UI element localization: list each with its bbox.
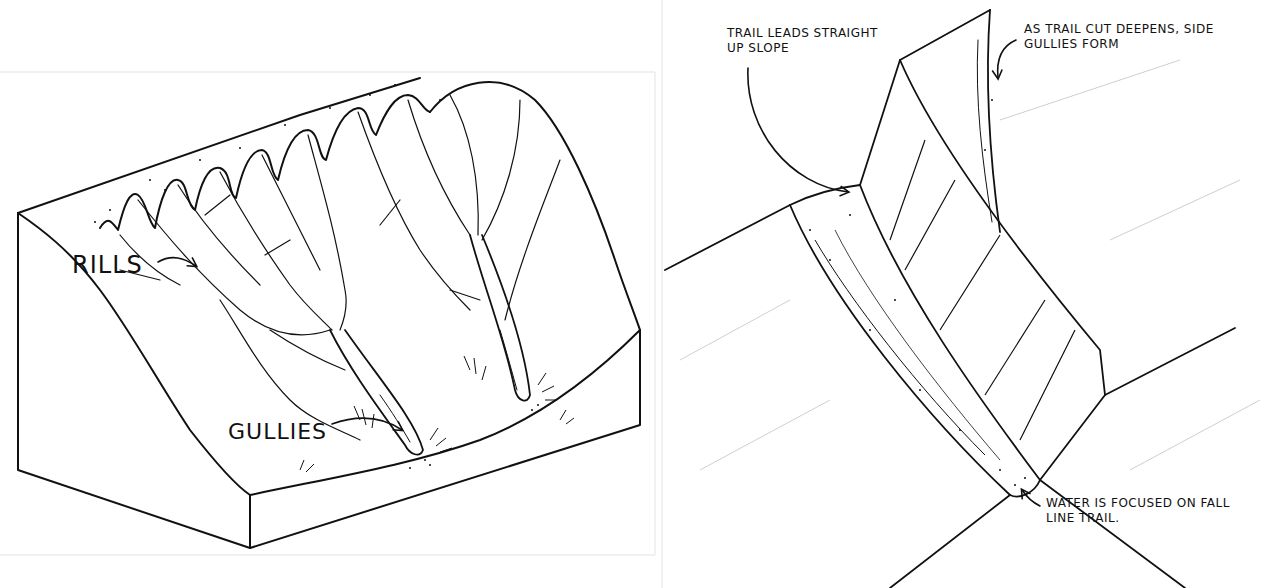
rill-lines <box>120 95 560 440</box>
callout-label: WATER IS FOCUSED ON FALL LINE TRAIL. <box>1046 496 1236 526</box>
callout-label: GULLIES <box>228 418 327 446</box>
callout-label: RILLS <box>72 250 143 280</box>
callout-label: TRAIL LEADS STRAIGHT UP SLOPE <box>727 26 887 56</box>
stipple-dots <box>94 84 539 469</box>
wall-joints <box>815 140 1075 460</box>
slope-block <box>18 78 640 548</box>
trail-cut <box>665 10 1235 588</box>
leader-arrows <box>158 40 1040 506</box>
trail-stipple <box>809 99 1026 486</box>
panel-frame <box>0 0 662 588</box>
callout-label: AS TRAIL CUT DEEPENS, SIDE GULLIES FORM <box>1024 22 1224 52</box>
ground-lines <box>680 60 1260 470</box>
grass-tufts <box>300 356 574 472</box>
